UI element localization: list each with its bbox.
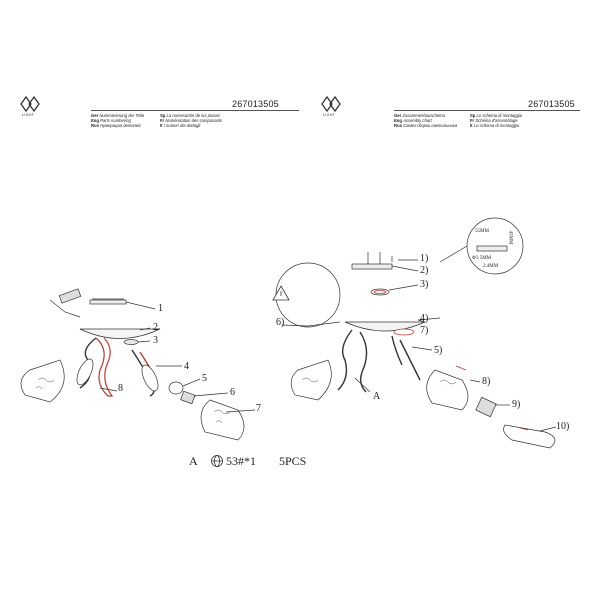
globe-icon [211,455,223,467]
brand-logo-icon [321,95,341,113]
callout-7: 7) [420,325,429,336]
warning-icon [272,285,290,301]
header-rule [394,110,580,111]
callout-1: 1) [420,253,429,264]
callout-a: A [373,391,381,402]
callout-4: 4 [184,361,189,372]
callout-5: 5 [202,373,207,384]
callout-4: 4) [420,313,429,324]
callout-3: 3) [420,279,429,290]
spare-quantity: 5PCS [279,454,307,468]
product-code: 267013505 [232,99,279,109]
dimension-label: 55MM [475,229,489,234]
header-labels-left-b: Sp La numeración de las piezas Fr Numéro… [160,113,223,128]
callout-6: 6 [230,387,235,398]
callout-8: 8 [118,383,123,394]
dimension-label: 2.4MM [483,264,499,269]
product-code: 267013505 [528,99,575,109]
callout-2: 2) [420,265,429,276]
callout-2: 2 [153,322,158,333]
dimension-label: 43MM [507,230,513,245]
callout-9: 9) [512,399,521,410]
header-labels-left: Ger Nummerierung der Teile Eng Parts num… [91,113,145,128]
spare-letter: A [189,454,198,468]
header-labels-right-b: Sp Lo schema di montaggio Fr Schéma d'as… [470,113,523,128]
header-rule [91,110,299,111]
dimension-label: Ф3 5MM [472,256,492,261]
callout-7: 7 [256,403,261,414]
callout-8: 8) [482,376,491,387]
assembly-diagram [275,217,557,449]
callout-3: 3 [153,335,158,346]
callout-10: 10) [556,421,570,432]
callout-1: 1 [158,303,163,314]
brand-logo-icon [20,95,40,113]
parts-diagram [20,288,256,441]
brand-logo-word: LIGHT [323,113,336,117]
header-labels-right: Ger Zusammenbauschema Eng Assembly chart… [394,113,458,128]
spare-code: 53#*1 [226,454,256,468]
callout-5: 5) [434,345,443,356]
callout-6: 6) [276,317,285,328]
brand-logo-word: LIGHT [22,113,35,117]
